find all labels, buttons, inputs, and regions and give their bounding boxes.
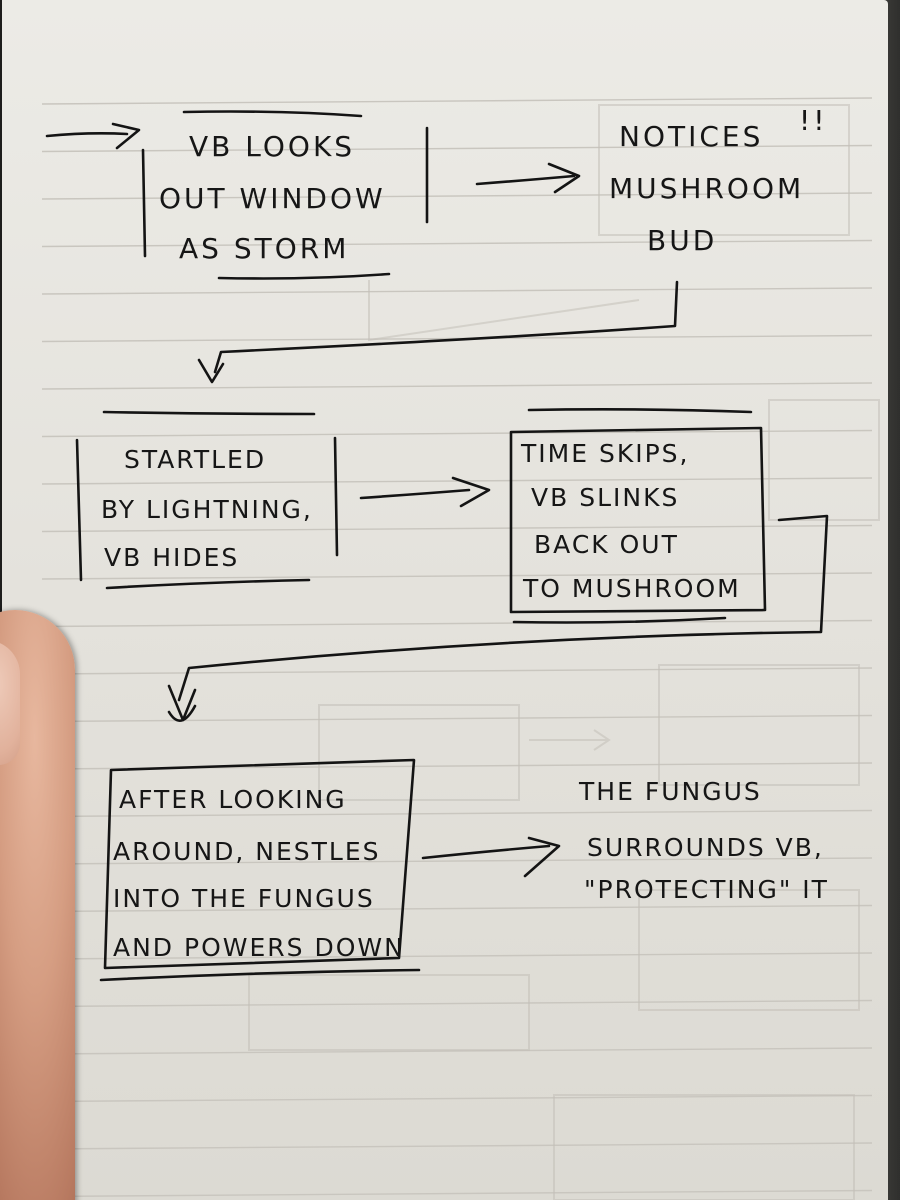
ghost-box bbox=[553, 1094, 855, 1200]
note-line: INTO THE FUNGUS bbox=[113, 884, 375, 913]
ruled-line bbox=[41, 477, 873, 485]
ruled-line bbox=[41, 97, 873, 105]
ruled-line bbox=[41, 572, 873, 580]
note-line: NOTICES bbox=[619, 120, 763, 153]
ghost-box bbox=[768, 399, 880, 521]
note-4-box bbox=[509, 426, 767, 614]
note-line: TIME SKIPS, bbox=[520, 439, 689, 468]
note-3-top-line bbox=[102, 410, 316, 416]
thumb bbox=[0, 610, 75, 1200]
ruled-line bbox=[41, 429, 873, 438]
connector-2-arrowhead bbox=[167, 704, 197, 722]
ghost-box bbox=[598, 104, 850, 236]
ruled-line bbox=[41, 952, 873, 960]
ruled-line bbox=[41, 1142, 873, 1150]
note-time-skips: TIME SKIPS, VB SLINKS BACK OUT TO MUSHRO… bbox=[520, 439, 741, 603]
note-vb-looks: VB LOOKS OUT WINDOW AS STORM bbox=[159, 130, 386, 265]
ruled-line bbox=[41, 809, 873, 818]
ruled-line bbox=[41, 857, 873, 865]
note-4-underline bbox=[512, 616, 727, 624]
connector-1 bbox=[197, 280, 679, 384]
note-line: VB HIDES bbox=[104, 543, 239, 572]
note-line: THE FUNGUS bbox=[578, 777, 762, 806]
note-3-underline bbox=[105, 578, 311, 590]
note-1-left-bar bbox=[141, 148, 147, 258]
note-line: VB SLINKS bbox=[531, 483, 679, 512]
exclaim-mark: !! bbox=[799, 104, 827, 137]
ghost-line bbox=[368, 280, 640, 342]
arrow-1-2 bbox=[475, 162, 581, 194]
note-fungus: THE FUNGUS SURROUNDS VB, "PROTECTING" IT bbox=[578, 777, 829, 904]
ghost-arrow bbox=[529, 729, 611, 751]
note-notices: NOTICES !! MUSHROOM BUD bbox=[609, 104, 827, 257]
note-line: VB LOOKS bbox=[189, 130, 355, 163]
ruled-line bbox=[41, 667, 873, 675]
note-line: OUT WINDOW bbox=[159, 182, 386, 215]
ruled-line bbox=[41, 287, 873, 295]
ruled-line bbox=[41, 382, 873, 390]
ruled-line bbox=[41, 999, 873, 1008]
note-line: SURROUNDS VB, bbox=[587, 833, 824, 862]
arrow-5-6 bbox=[421, 836, 561, 878]
note-4-top-line bbox=[527, 408, 753, 414]
note-line: MUSHROOM bbox=[609, 172, 804, 205]
ruled-line bbox=[41, 192, 873, 200]
note-line: STARTLED bbox=[124, 445, 266, 474]
ruled-line bbox=[41, 144, 873, 153]
note-line: "PROTECTING" IT bbox=[584, 875, 829, 904]
thumbnail-nail bbox=[0, 640, 20, 765]
ghost-box bbox=[318, 704, 520, 801]
ghost-box bbox=[658, 664, 860, 786]
ruled-line bbox=[41, 1189, 873, 1198]
note-line: BUD bbox=[647, 224, 717, 257]
ruled-line bbox=[41, 904, 873, 913]
note-1-top-line bbox=[182, 110, 363, 118]
note-after-looking: AFTER LOOKING AROUND, NESTLES INTO THE F… bbox=[113, 785, 405, 962]
note-5-box bbox=[103, 758, 416, 970]
note-line: AS STORM bbox=[179, 232, 349, 265]
note-5-underline bbox=[99, 968, 421, 982]
note-line: TO MUSHROOM bbox=[522, 574, 741, 603]
note-3-right-bar bbox=[333, 436, 339, 557]
note-startled: STARTLED BY LIGHTNING, VB HIDES bbox=[101, 445, 313, 572]
note-line: AROUND, NESTLES bbox=[113, 837, 381, 866]
ghost-box bbox=[638, 889, 860, 1011]
note-line: BY LIGHTNING, bbox=[101, 495, 313, 524]
note-3-left-bar bbox=[75, 438, 83, 582]
note-line: AFTER LOOKING bbox=[119, 785, 347, 814]
ruled-line bbox=[41, 1094, 873, 1103]
ruled-line bbox=[41, 524, 873, 533]
arrow-3-4 bbox=[359, 476, 491, 508]
ghost-box bbox=[248, 974, 530, 1051]
ruled-line bbox=[41, 619, 873, 628]
ruled-line bbox=[41, 239, 873, 248]
note-line: AND POWERS DOWN bbox=[113, 933, 405, 962]
entry-arrow bbox=[45, 122, 141, 150]
note-line: BACK OUT bbox=[534, 530, 679, 559]
note-1-underline bbox=[217, 272, 391, 280]
